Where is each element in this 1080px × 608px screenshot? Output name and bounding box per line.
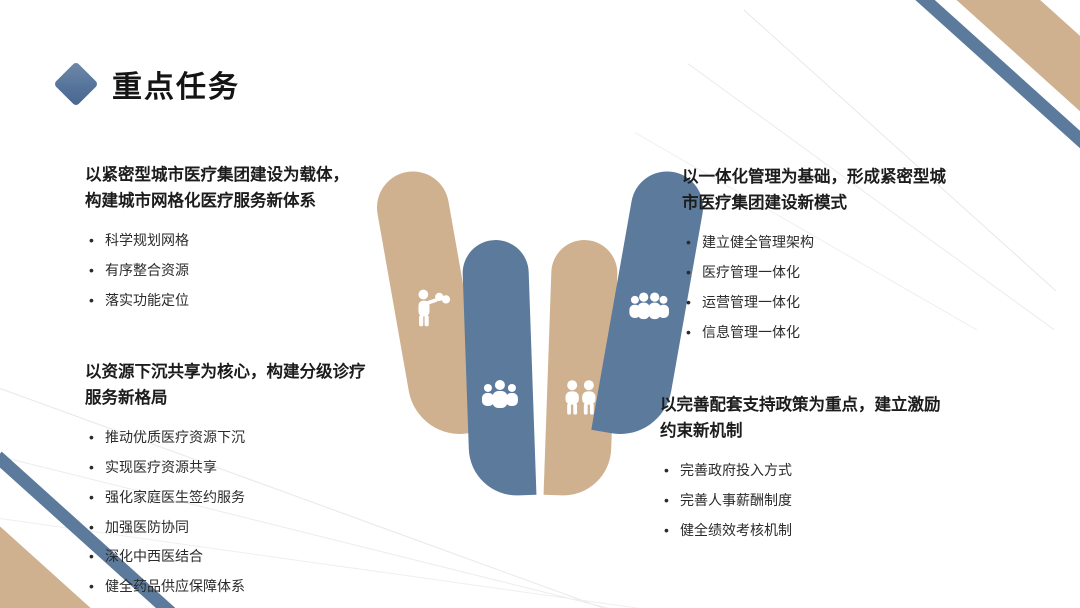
section-resource-sharing: 以资源下沉共享为核心，构建分级诊疗 服务新格局 推动优质医疗资源下沉实现医疗资源… (85, 360, 435, 608)
section-incentive-mechanism: 以完善配套支持政策为重点，建立激励 约束新机制 完善政府投入方式完善人事薪酬制度… (660, 393, 1010, 552)
bullet-item: 实现医疗资源共享 (89, 459, 435, 476)
bullet-item: 科学规划网格 (89, 232, 425, 249)
section-heading: 以紧密型城市医疗集团建设为载体， 构建城市网格化医疗服务新体系 (85, 163, 425, 214)
section-medical-group-carrier: 以紧密型城市医疗集团建设为载体， 构建城市网格化医疗服务新体系 科学规划网格有序… (85, 163, 425, 322)
section-integrated-management: 以一体化管理为基础，形成紧密型城 市医疗集团建设新模式 建立健全管理架构医疗管理… (682, 165, 1012, 353)
section-bullets: 建立健全管理架构医疗管理一体化运营管理一体化信息管理一体化 (686, 234, 1012, 340)
section-heading: 以完善配套支持政策为重点，建立激励 约束新机制 (660, 393, 1010, 444)
corner-stripe-tan (913, 0, 1080, 129)
heading-line: 服务新格局 (85, 388, 168, 407)
bullet-item: 完善政府投入方式 (664, 462, 1010, 479)
corner-stripe-blue (909, 0, 1080, 169)
page-title: 重点任务 (112, 71, 240, 105)
heading-line: 以完善配套支持政策为重点，建立激励 (660, 396, 941, 414)
bullet-item: 健全绩效考核机制 (664, 522, 1010, 539)
heading-line: 约束新机制 (660, 421, 743, 440)
bullet-item: 健全药品供应保障体系 (89, 578, 435, 595)
bullet-item: 落实功能定位 (89, 292, 425, 309)
bullet-item: 有序整合资源 (89, 262, 425, 279)
heading-line: 以一体化管理为基础，形成紧密型城 (682, 168, 946, 186)
bullet-item: 强化家庭医生签约服务 (89, 489, 435, 506)
team-icon (481, 379, 518, 408)
section-bullets: 推动优质医疗资源下沉实现医疗资源共享强化家庭医生签约服务加强医防协同深化中西医结… (89, 429, 435, 595)
petal-inner-right (543, 238, 619, 498)
bullet-item: 深化中西医结合 (89, 548, 435, 565)
bullet-item: 推动优质医疗资源下沉 (89, 429, 435, 446)
heading-line: 市医疗集团建设新模式 (682, 193, 847, 212)
petal-inner-left (461, 238, 537, 498)
section-bullets: 科学规划网格有序整合资源落实功能定位 (89, 232, 425, 308)
section-heading: 以一体化管理为基础，形成紧密型城 市医疗集团建设新模式 (682, 165, 1012, 216)
bullet-item: 运营管理一体化 (686, 294, 1012, 311)
bullet-item: 加强医防协同 (89, 519, 435, 536)
title-row: 重点任务 (53, 42, 240, 126)
diamond-icon (53, 61, 99, 107)
section-heading: 以资源下沉共享为核心，构建分级诊疗 服务新格局 (85, 360, 435, 411)
bullet-item: 建立健全管理架构 (686, 234, 1012, 251)
petal-outer-right (591, 165, 709, 443)
bullet-item: 完善人事薪酬制度 (664, 492, 1010, 509)
partners-icon (565, 380, 596, 415)
group-icon (629, 292, 669, 320)
bullet-item: 信息管理一体化 (686, 324, 1012, 341)
heading-line: 以资源下沉共享为核心，构建分级诊疗 (85, 363, 366, 381)
heading-line: 以紧密型城市医疗集团建设为载体， (85, 166, 349, 184)
section-bullets: 完善政府投入方式完善人事薪酬制度健全绩效考核机制 (664, 462, 1010, 538)
heading-line: 构建城市网格化医疗服务新体系 (85, 191, 316, 210)
bullet-item: 医疗管理一体化 (686, 264, 1012, 281)
